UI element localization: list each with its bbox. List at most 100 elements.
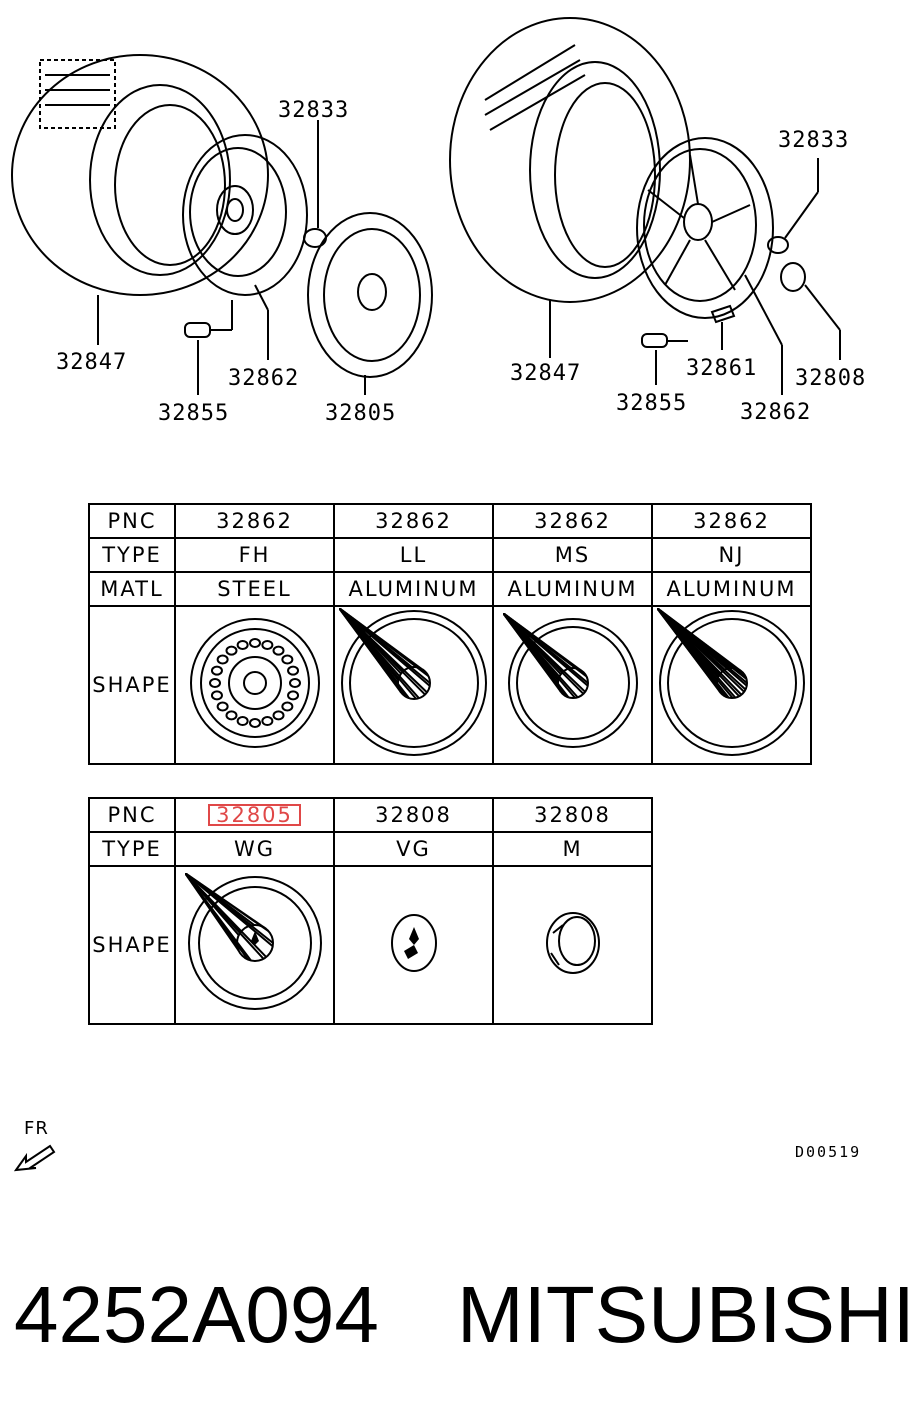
row-header-type: TYPE [88,831,176,867]
right-alloy-wheel-icon [636,137,774,319]
vent-hole [280,653,293,664]
row-header-shape: SHAPE [88,865,176,1025]
spoke-line [501,611,563,673]
left-valve-icon [184,300,233,395]
callout-32855-left: 32855 [158,401,230,426]
callout-32808-right: 32808 [795,366,867,391]
center-cap-icon [545,911,600,974]
shape-cell [492,865,653,1025]
spoke-line [337,606,429,677]
type-cell: VG [333,831,494,867]
right-nut-icon [767,158,819,254]
row-header-type: TYPE [88,537,176,573]
pnc-cell: 32862 [492,503,653,539]
center-ornament-icon [390,913,437,972]
fr-label: FR [24,1118,49,1139]
row-header-matl: MATL [88,571,176,607]
vent-hole [208,677,221,688]
right-center-ornament-icon [780,262,841,360]
right-valve-icon [641,333,688,385]
vent-hole [286,665,299,676]
callout-32855-right: 32855 [616,391,688,416]
pnc-cell: 32862 [651,503,812,539]
highlighted-pnc: 32805 [208,804,301,826]
pnc-cell: 32808 [333,797,494,833]
left-nut-icon [303,120,327,248]
left-steel-wheel-icon [182,134,308,296]
matl-cell: ALUMINUM [492,571,653,607]
alloy-wheel-ll-icon [337,606,487,756]
type-cell: MS [492,537,653,573]
vent-hole [248,717,261,728]
alloy-wheel-ms-icon [501,611,638,748]
wheel-cover-icon [183,871,322,1010]
left-tire-icon [11,54,269,296]
exploded-view-diagram [11,17,841,395]
callout-32862-left: 32862 [228,366,300,391]
pnc-cell: 32862 [174,503,335,539]
vent-hole [216,701,229,712]
callout-32847-left: 32847 [56,350,128,375]
callout-32805-left: 32805 [325,401,397,426]
wheel-parts-table: PNC 32862 32862 32862 32862 TYPE FH LL M… [88,503,812,765]
vent-hole [286,689,299,700]
vent-hole [210,665,223,676]
right-balance-weight-icon [710,304,736,350]
shape-cell [174,605,335,765]
brand-name: MITSUBISHI [457,1270,909,1359]
right-tire-icon [449,17,691,303]
vent-hole [216,653,229,664]
shape-cell [651,605,812,765]
type-cell: NJ [651,537,812,573]
pnc-cell: 32862 [333,503,494,539]
shape-cell [333,605,494,765]
shape-cell [174,865,335,1025]
vent-hole [210,689,223,700]
row-header-shape: SHAPE [88,605,176,765]
vent-hole [260,715,273,726]
spoke-line [337,606,399,681]
front-direction-arrow-icon [14,1144,56,1172]
spoke-line [501,611,559,681]
type-cell: LL [333,537,494,573]
matl-cell: ALUMINUM [651,571,812,607]
spoke-line [183,871,238,948]
pnc-cell: 32808 [492,797,653,833]
vent-hole [236,639,249,650]
spoke-line [501,611,587,677]
callout-32861-right: 32861 [686,356,758,381]
shape-cell [492,605,653,765]
type-cell: FH [174,537,335,573]
vent-hole [236,715,249,726]
vent-hole [260,639,273,650]
part-number: 4252A094 [14,1270,379,1359]
type-cell: M [492,831,653,867]
vent-hole [248,637,261,648]
spoke-line [337,606,404,672]
matl-cell: ALUMINUM [333,571,494,607]
callout-32833-left: 32833 [278,98,350,123]
row-header-pnc: PNC [88,797,176,833]
spoke-line [655,606,747,680]
diagram-code: D00519 [795,1143,862,1161]
vent-hole [280,701,293,712]
row-header-pnc: PNC [88,503,176,539]
shape-cell [333,865,494,1025]
pnc-cell-highlighted: 32805 [174,797,335,833]
type-cell: WG [174,831,335,867]
vent-hole [288,677,301,688]
vent-hole [272,645,285,656]
callout-32847-right: 32847 [510,361,582,386]
steel-wheel-icon [189,617,320,748]
callout-32862-right: 32862 [740,400,812,425]
vent-hole [272,709,285,720]
spoke-line [183,871,241,933]
spoke-line [183,871,269,932]
callout-32833-right: 32833 [778,128,850,153]
alloy-wheel-nj-icon [655,606,805,756]
cover-parts-table: PNC 32805 32808 32808 TYPE WG VG M SHAPE [88,797,653,1025]
matl-cell: STEEL [174,571,335,607]
vent-hole [224,645,237,656]
vent-hole [224,709,237,720]
left-wheel-cover-icon [307,212,433,395]
